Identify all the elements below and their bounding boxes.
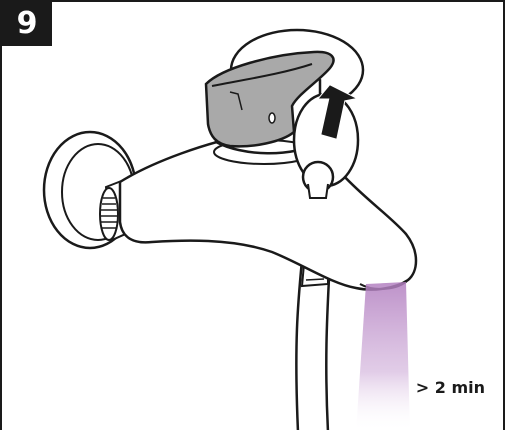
step-number-badge: 9: [2, 2, 52, 46]
water-flow: [356, 282, 410, 430]
faucet-body: [120, 132, 416, 289]
duration-label: > 2 min: [416, 378, 485, 397]
shower-hose: [296, 258, 330, 430]
